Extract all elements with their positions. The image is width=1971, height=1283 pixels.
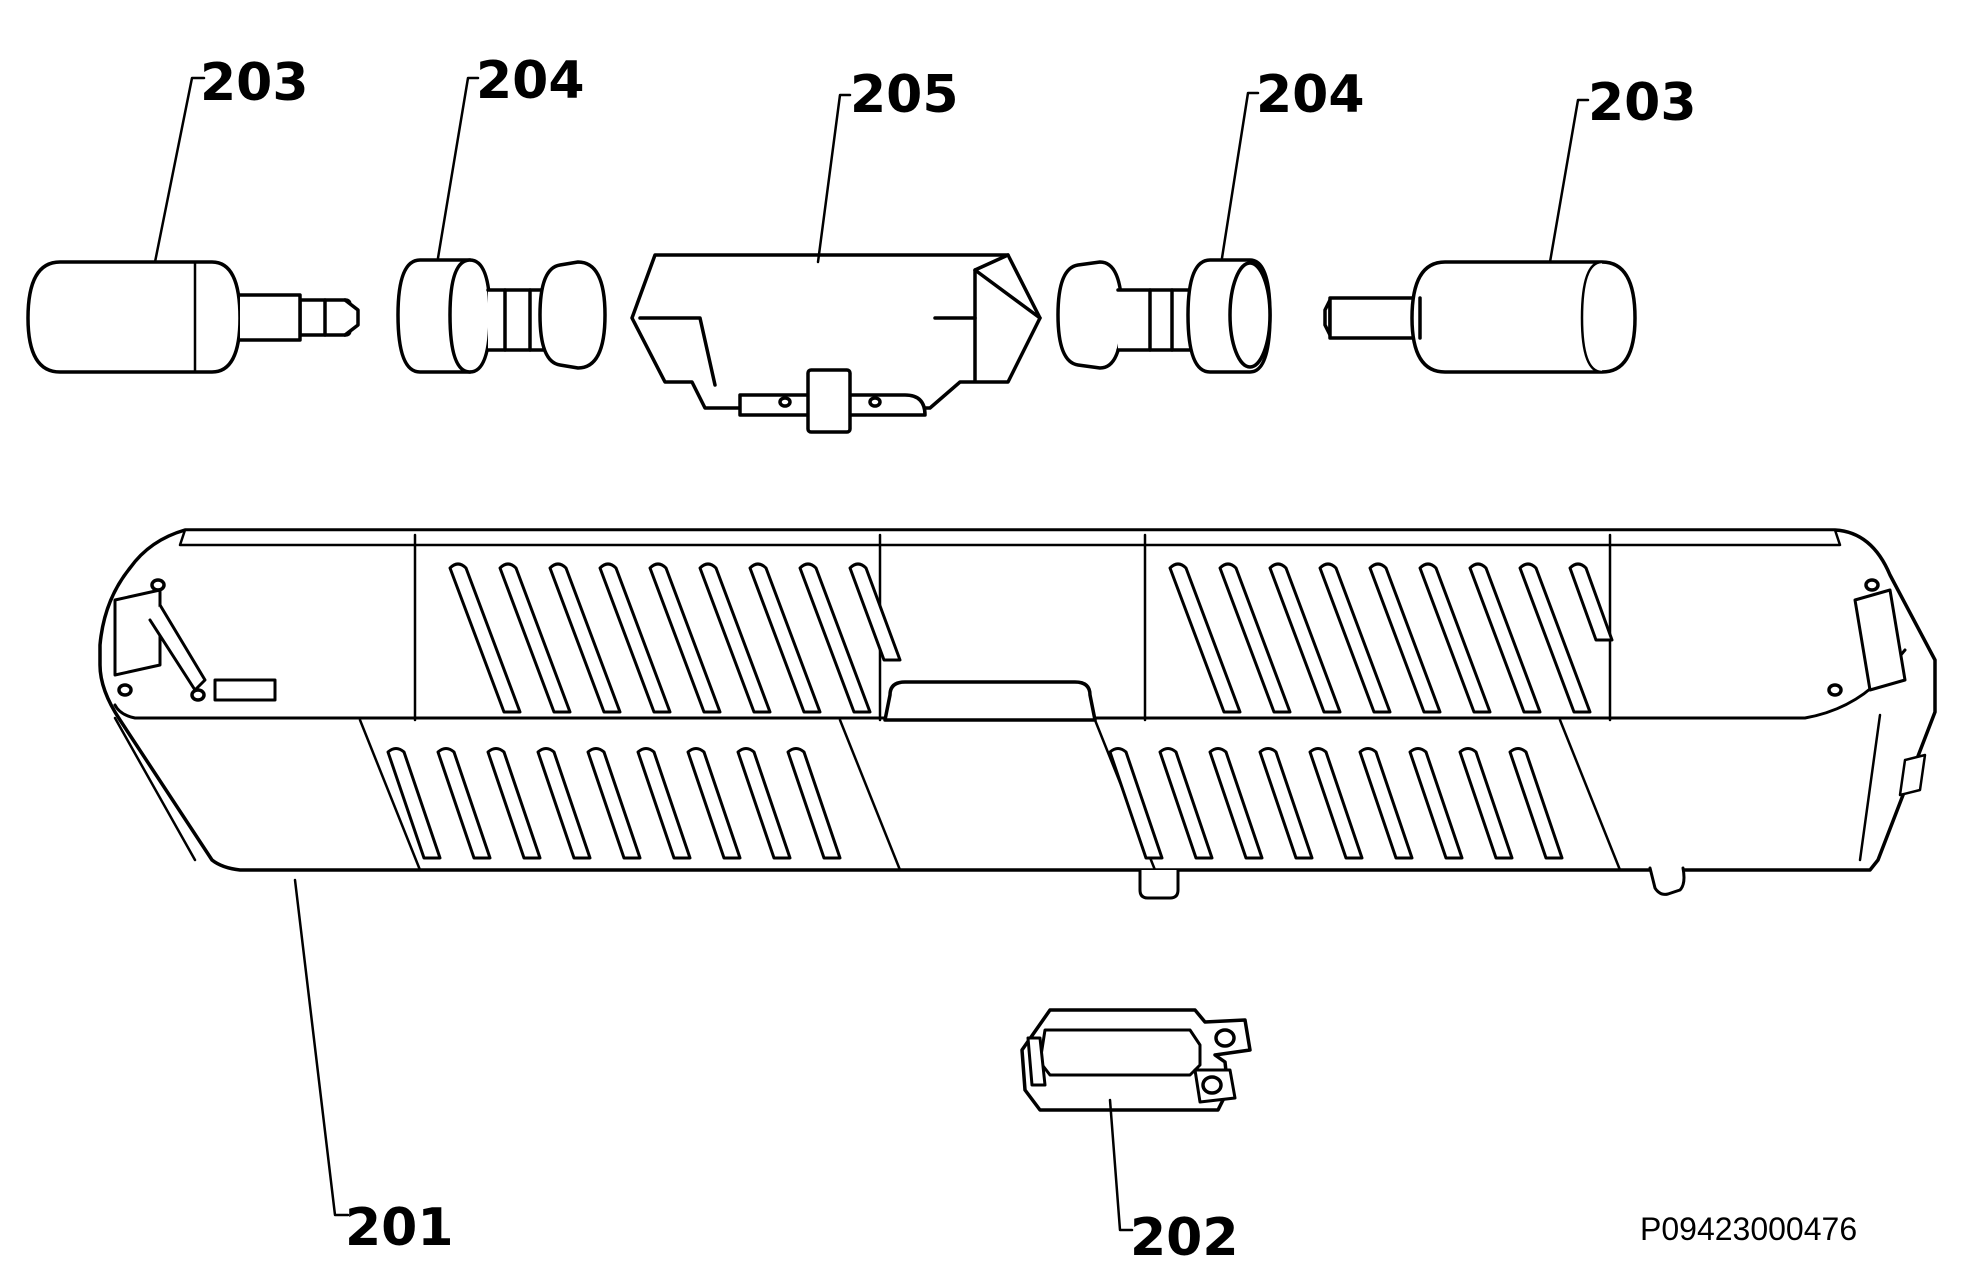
housing [100, 530, 1935, 898]
end-cap-right [1325, 262, 1635, 372]
callout-203-right: 203 [1588, 73, 1697, 133]
center-block [632, 255, 1040, 432]
bracket [1022, 1010, 1250, 1110]
callout-203-left: 203 [200, 53, 309, 113]
bushing-left [398, 260, 605, 372]
callout-204-right: 204 [1256, 65, 1365, 125]
callout-204-left: 204 [476, 51, 585, 111]
callout-labels: 203 204 205 204 203 201 202 [200, 51, 1697, 1268]
bushing-right [1058, 260, 1270, 372]
leader-lines [153, 76, 1590, 1232]
callout-205: 205 [850, 65, 959, 125]
end-cap-left [28, 262, 358, 372]
drawing-code: P09423000476 [1640, 1211, 1857, 1247]
callout-201: 201 [345, 1198, 454, 1258]
callout-202: 202 [1130, 1208, 1239, 1268]
